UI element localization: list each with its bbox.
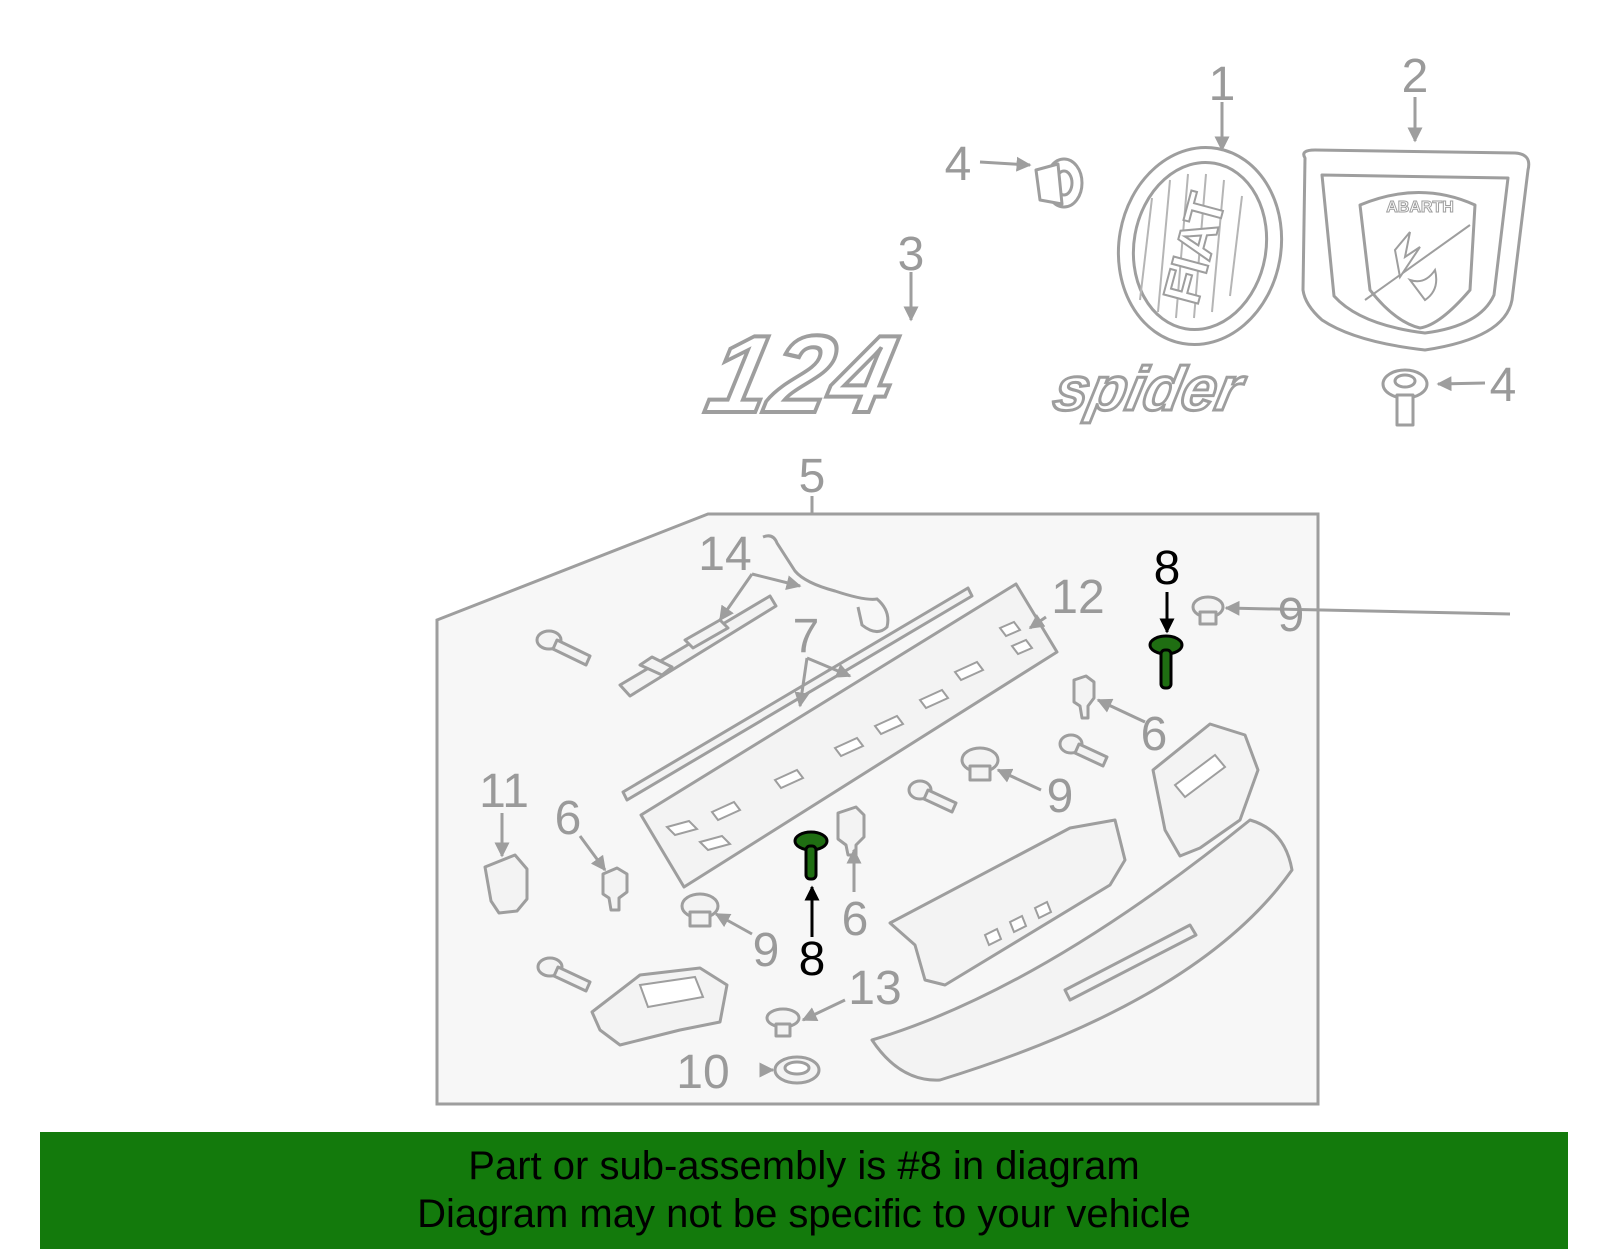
callout-13: 13 [848,962,901,1015]
bracket-14 [618,534,890,698]
panel-12 [639,582,1059,889]
callout-4-lower: 4 [1490,359,1517,412]
bumper-9-upper [1191,595,1225,626]
bolt-right [1058,733,1109,768]
callout-9-lower: 9 [753,924,780,977]
banner-line-2: Diagram may not be specific to your vehi… [417,1192,1191,1236]
callout-10: 10 [676,1046,729,1099]
clip-4-lower [1381,368,1429,427]
banner-line-1: Part or sub-assembly is #8 in diagram [468,1144,1140,1188]
abarth-badge: ABARTH [1301,148,1531,352]
hinge-bracket-lower-left [590,966,729,1047]
clip-6-left [601,866,629,912]
bolt-center [907,779,958,814]
callout-6-left: 6 [555,792,582,845]
leader-lines [494,97,1511,1078]
bolt-upper-left [535,629,592,667]
screw-8-upper [1148,634,1184,690]
callout-14: 14 [698,528,751,581]
124-spider-emblem: 124 spider [695,310,1253,438]
abarth-badge-text: ABARTH [1386,199,1454,216]
fiat-badge: FIAT [1116,145,1284,347]
callout-11: 11 [479,765,529,818]
callout-2: 2 [1402,50,1429,103]
cap-11 [483,853,529,915]
grommet-13 [765,1007,801,1038]
callout-3: 3 [898,228,925,281]
callout-1: 1 [1209,58,1236,111]
emblem-number: 124 [697,312,907,436]
clip-4-upper [1034,157,1084,209]
bumper-9-center [960,746,1000,782]
hinge-bracket-right [1151,722,1260,858]
info-banner: Part or sub-assembly is #8 in diagram Di… [40,1132,1568,1249]
screw-8-lower [793,830,829,881]
callout-9-center: 9 [1047,770,1074,823]
bracket-center [888,818,1127,987]
bolt-lower-left [536,956,592,993]
callout-8-upper: 8 [1154,542,1181,595]
callout-12: 12 [1051,571,1104,624]
emblem-script: spider [1048,355,1252,424]
callout-6-center: 6 [842,893,869,946]
rear-garnish [870,818,1294,1082]
clip-6-right [1072,674,1096,720]
callout-5: 5 [799,450,826,503]
callout-6-right: 6 [1141,708,1168,761]
washer-10 [773,1055,821,1085]
callout-9-upper: 9 [1278,589,1305,642]
callout-8-lower: 8 [799,933,826,986]
bumper-9-lower [680,892,720,928]
callout-4-upper: 4 [945,138,972,191]
callout-7: 7 [793,610,820,663]
